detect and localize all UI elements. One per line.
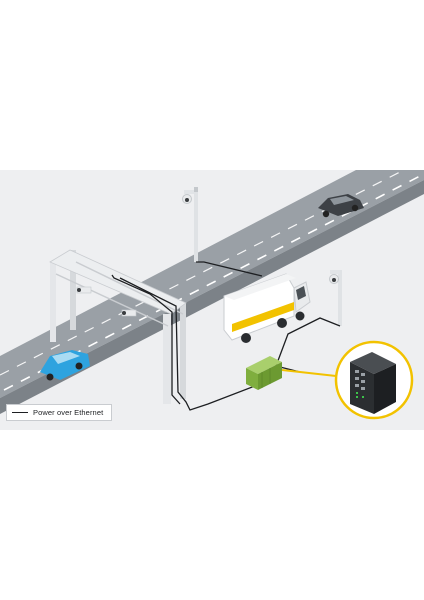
dark-car-icon	[318, 194, 364, 218]
poe-cable-network	[111, 261, 341, 411]
sign-gantry	[49, 249, 187, 404]
highlight-connector	[281, 369, 337, 377]
network-switch-icon	[350, 352, 396, 414]
legend-line-swatch	[12, 412, 28, 413]
legend-label: Power over Ethernet	[33, 408, 104, 417]
roadside-cabinet-icon	[246, 356, 282, 390]
far-camera-pole	[194, 187, 198, 262]
truck-icon	[223, 273, 311, 343]
gantry-camera-icon	[76, 286, 137, 317]
surveillance-camera-icon	[329, 270, 340, 284]
legend: Power over Ethernet	[6, 404, 112, 421]
blue-car-icon	[40, 350, 90, 381]
surveillance-camera-icon	[182, 190, 194, 204]
near-camera-pole	[338, 270, 342, 326]
